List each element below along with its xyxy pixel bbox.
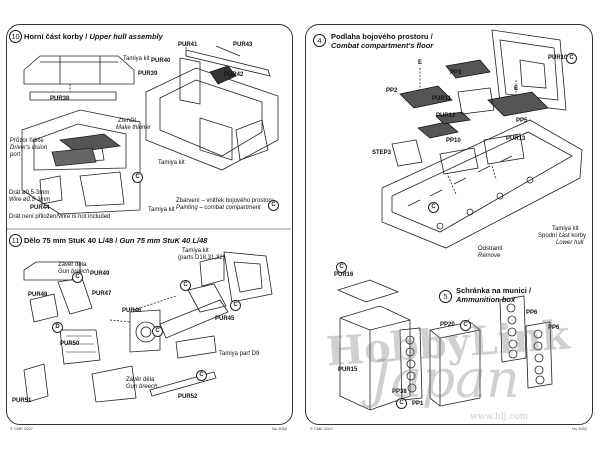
step-10-title: Horní část korby / Upper hull assembly — [24, 32, 163, 41]
label-pp38: PP38 — [392, 389, 407, 395]
step-4-title-cz: Podlaha bojového prostoru / — [331, 32, 433, 41]
left-page-frame — [6, 24, 293, 425]
label-wire-not-included: Drát není přiložen/Wire is not included — [9, 214, 111, 220]
label-pp6-a: PP6 — [526, 310, 538, 316]
label-pur15: PUR15 — [338, 367, 358, 373]
glue-marker-c: C — [268, 200, 279, 211]
step-11-title-cz: Dělo 75 mm StuK 40 L/48 / — [24, 236, 118, 245]
label-pur46: PUR46 — [122, 308, 142, 314]
label-pur12: PUR12 — [436, 113, 456, 119]
glue-marker-c: C — [396, 398, 407, 409]
label-pur52: PUR52 — [178, 394, 198, 400]
glue-marker-c: C — [428, 202, 439, 213]
label-tamiya-d9: Tamiya part D9 — [219, 351, 260, 357]
label-remove: Remove — [478, 253, 501, 259]
glue-marker-c: C — [72, 272, 83, 283]
label-pur41: PUR41 — [178, 42, 198, 48]
label-tamiya-kit-2: Tamiya kit — [158, 160, 185, 166]
label-pur48: PUR48 — [28, 292, 48, 298]
step-4-title-en: Combat compartment's floor — [331, 41, 434, 50]
label-prizor-cz: Průzor řidiče — [10, 138, 44, 144]
step-11-title-en: Gun 75 mm StuK 40 L/48 — [119, 236, 208, 245]
label-pp2: PP2 — [386, 88, 398, 94]
label-prizor-en1: Driver's vision — [10, 145, 48, 151]
label-pp10: PP10 — [446, 138, 461, 144]
label-prizor-en2: port — [10, 152, 21, 158]
label-gun-breech-2: Gun breech — [126, 384, 158, 390]
footer-copyright-right: © CMK 2007 — [310, 426, 333, 431]
label-pur49: PUR49 — [90, 271, 110, 277]
footer-copyright-left: © CMK 2007 — [10, 426, 33, 431]
label-pur47: PUR47 — [92, 291, 112, 297]
label-pur10: PUR10 — [548, 55, 568, 61]
label-zbarveni-cz: Zbarvení – vnitřek bojového prostoru — [176, 198, 274, 204]
step-4-number: 4 — [313, 34, 326, 47]
footer-number-left: No.3052 — [272, 426, 288, 431]
glue-marker-c: C — [196, 370, 207, 381]
label-odstranit: Odstranit — [478, 246, 503, 252]
glue-marker-c: C — [152, 326, 163, 337]
label-pur45: PUR45 — [215, 316, 235, 322]
label-pur13: PUR13 — [506, 136, 526, 142]
label-e-1: E — [418, 60, 423, 66]
label-pp1: PP1 — [412, 401, 424, 407]
label-ztencit: Ztenčit — [118, 118, 137, 124]
footer-number-right: No.3052 — [572, 426, 588, 431]
glue-marker-c: C — [336, 262, 347, 273]
glue-marker-c: C — [566, 53, 577, 64]
label-tamiya-kit-parts: Tamiya kit — [182, 248, 209, 254]
glue-marker-c: C — [230, 300, 241, 311]
glue-marker-c: C — [180, 280, 191, 291]
label-pur39: PUR39 — [138, 71, 158, 77]
label-e-2: E — [514, 86, 519, 92]
glue-marker-c: C — [460, 320, 471, 331]
label-pur40: PUR40 — [151, 58, 171, 64]
label-zbarveni-en: Painting – combat compartment — [176, 205, 261, 211]
label-zaver-cz-1: Závěr děla — [58, 262, 87, 268]
step-5-title-en: Ammunition box — [456, 295, 516, 304]
step-11-number: 11 — [9, 234, 22, 247]
step-10-title-cz: Horní část korby / — [24, 32, 88, 41]
glue-marker-c: C — [132, 172, 143, 183]
label-lower-hull: Lower hull — [556, 240, 584, 246]
label-make-thinner: Make thinner — [116, 125, 151, 131]
label-pp5: PP5 — [516, 118, 528, 124]
label-pur42: PUR42 — [224, 72, 244, 78]
label-step3: STEP3 — [372, 150, 392, 156]
glue-marker-d: D — [52, 322, 63, 333]
step-4-title: Podlaha bojového prostoru / Combat compa… — [331, 32, 433, 50]
label-pur51: PUR51 — [12, 398, 32, 404]
label-parts-ref: (parts D18,31,32) — [178, 255, 225, 261]
label-spodni-cz: Spodní část korby — [538, 233, 587, 239]
label-pp6-b: PP6 — [548, 325, 560, 331]
right-page-frame — [305, 24, 593, 425]
label-drat-en: Wire ø0.5-3mm — [9, 197, 51, 203]
label-drat-cz: Drát ø0.5-3mm — [9, 190, 50, 196]
label-tamiya-kit-r: Tamiya kit — [552, 226, 579, 232]
step-5-number: 5 — [439, 290, 452, 303]
label-pur43: PUR43 — [233, 42, 253, 48]
step-5-title-cz: Schránka na munici / — [456, 286, 532, 295]
step-5-title: Schránka na munici / Ammunition box — [456, 286, 531, 304]
label-tamiya-kit-1: Tamiya kit — [123, 56, 150, 62]
step-11-title: Dělo 75 mm StuK 40 L/48 / Gun 75 mm StuK… — [24, 236, 207, 245]
label-pur38: PUR38 — [50, 96, 70, 102]
label-pur11: PUR11 — [432, 96, 452, 102]
label-pur44: PUR44 — [30, 205, 50, 211]
step-10-number: 10 — [9, 30, 22, 43]
label-pp20: PP20 — [440, 322, 455, 328]
step-10-title-en: Upper hull assembly — [89, 32, 163, 41]
label-pur50: PUR50 — [60, 341, 80, 347]
label-zaver-cz-2: Závěr děla — [126, 377, 155, 383]
label-pp3: PP3 — [450, 70, 462, 76]
label-pur16: PUR16 — [334, 272, 354, 278]
label-tamiya-kit-3: Tamiya kit — [148, 207, 175, 213]
